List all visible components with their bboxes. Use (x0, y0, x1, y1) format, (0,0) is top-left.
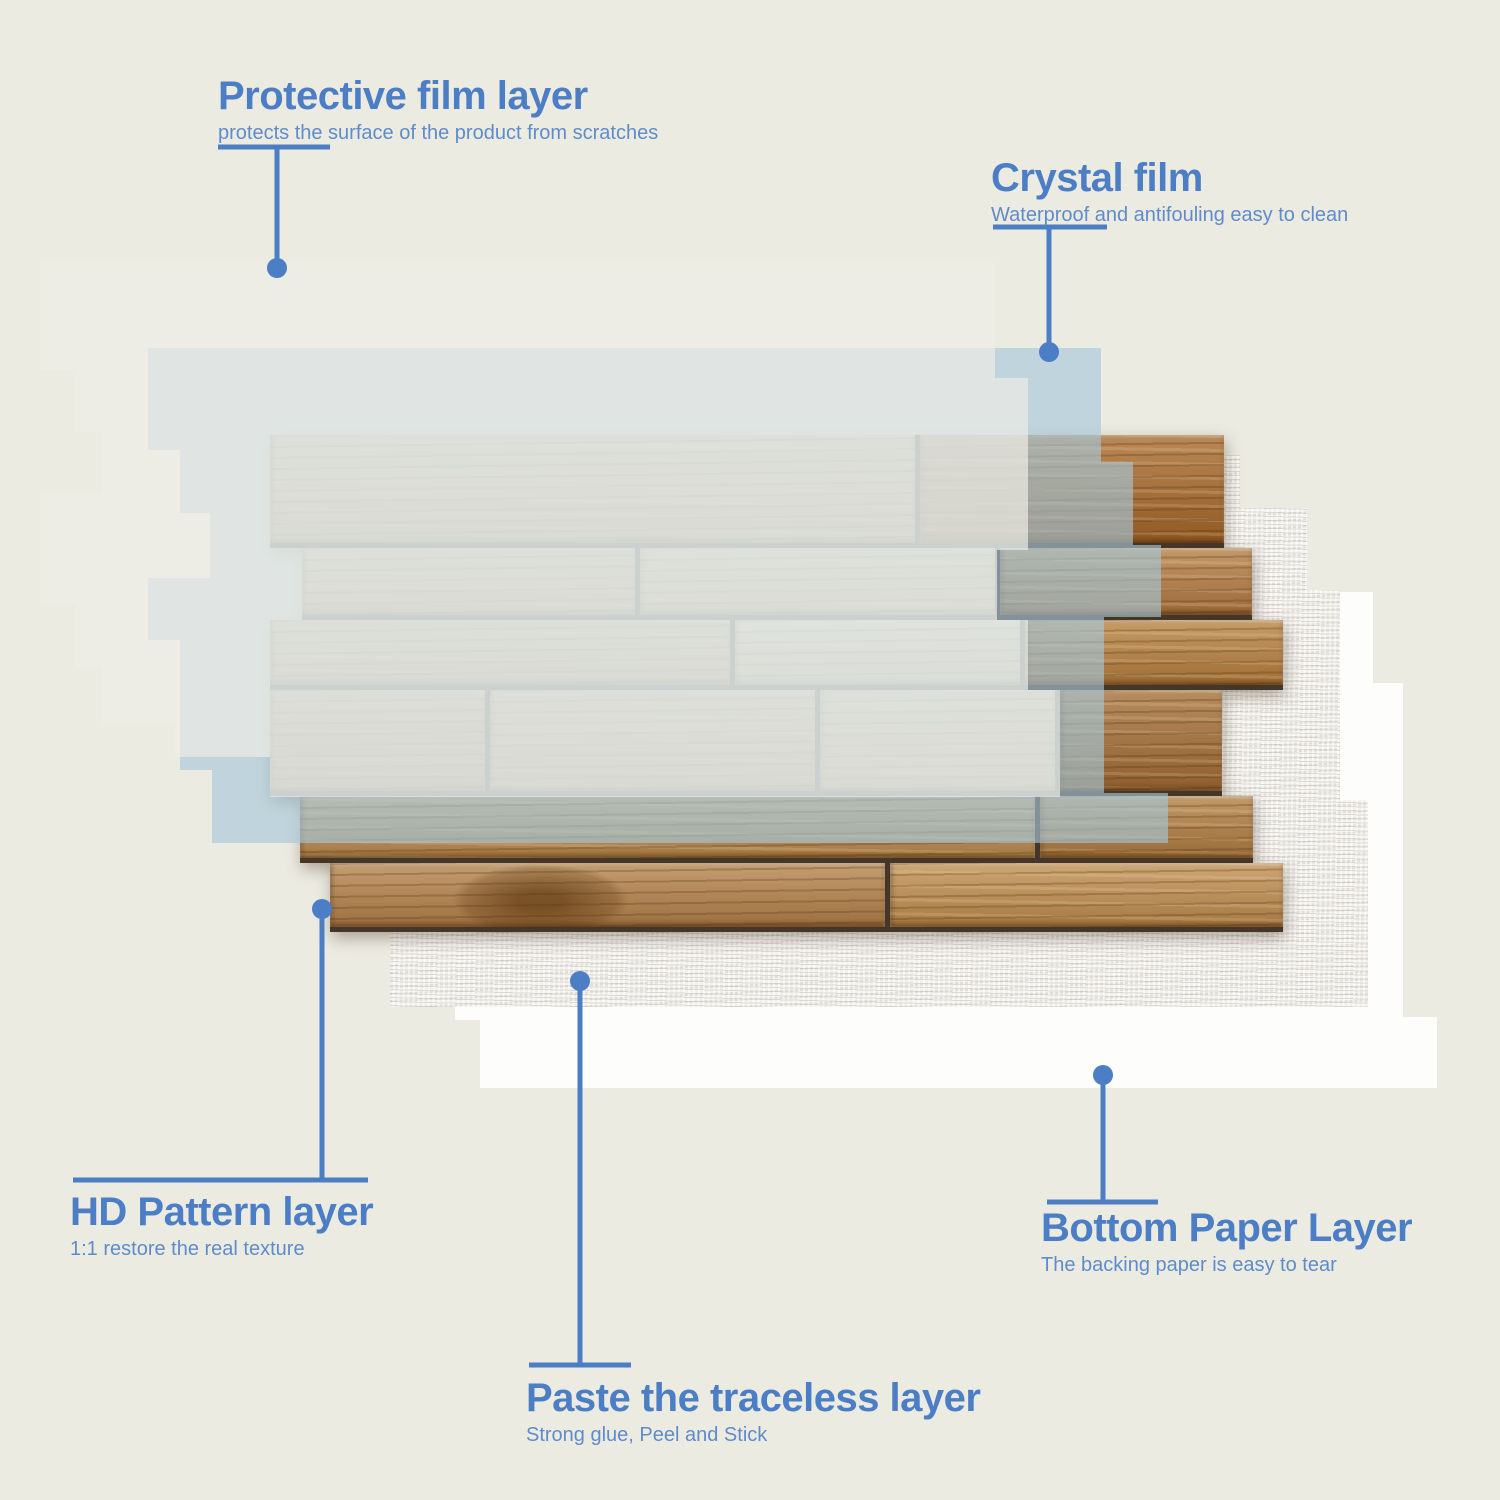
protective-title: Protective film layer (218, 74, 588, 118)
paste-title: Paste the traceless layer (526, 1376, 981, 1420)
crystal-callout: Crystal film Waterproof and antifouling … (991, 158, 1348, 226)
protective-callout: Protective film layer protects the surfa… (218, 76, 658, 144)
wood-plank-row (330, 863, 1283, 932)
bottom-paper-subtitle: The backing paper is easy to tear (1041, 1254, 1337, 1276)
paste-callout: Paste the traceless layer Strong glue, P… (526, 1376, 981, 1446)
wood-plank (890, 863, 1283, 927)
bottom-paper-callout: Bottom Paper Layer The backing paper is … (1041, 1206, 1413, 1276)
protective-subtitle: protects the surface of the product from… (218, 122, 659, 144)
hd-pattern-title: HD Pattern layer (70, 1190, 374, 1234)
crystal-title: Crystal film (991, 156, 1203, 200)
bottom-paper-title: Bottom Paper Layer (1041, 1206, 1413, 1250)
hd-pattern-subtitle: 1:1 restore the real texture (70, 1238, 305, 1260)
hd-pattern-callout: HD Pattern layer 1:1 restore the real te… (70, 1190, 374, 1260)
paste-subtitle: Strong glue, Peel and Stick (526, 1424, 768, 1446)
crystal-subtitle: Waterproof and antifouling easy to clean (991, 204, 1349, 226)
wood-plank (330, 863, 885, 927)
